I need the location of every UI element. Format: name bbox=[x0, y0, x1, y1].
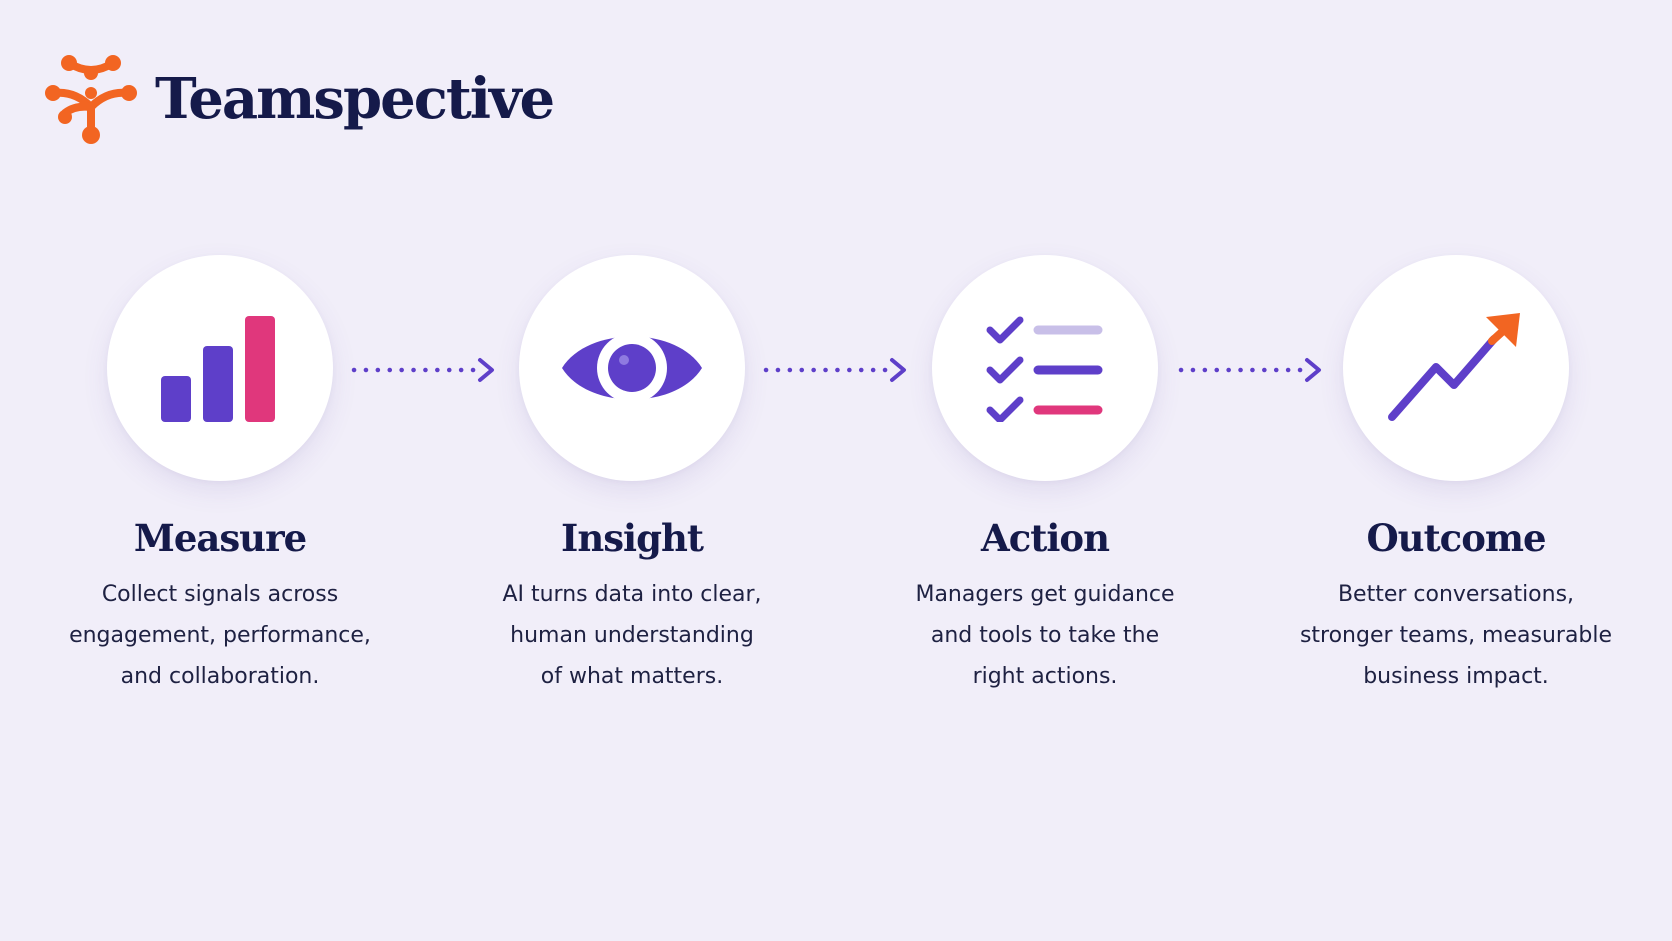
step-title: Action bbox=[981, 516, 1110, 560]
description-line: AI turns data into clear, bbox=[502, 582, 762, 608]
step-icon-circle bbox=[932, 255, 1158, 481]
step-description: Better conversations, stronger teams, me… bbox=[1266, 574, 1646, 697]
dotted-arrow-right-icon bbox=[763, 358, 906, 382]
step-title: Measure bbox=[133, 516, 307, 560]
step-icon-circle bbox=[1343, 255, 1569, 481]
brand-logo: Teamspective bbox=[45, 55, 555, 147]
dotted-arrow-right-icon bbox=[1178, 358, 1321, 382]
teamspective-logo-icon bbox=[45, 55, 137, 144]
checklist-icon bbox=[986, 316, 1103, 422]
step-outcome: Outcome Better conversations, stronger t… bbox=[1266, 255, 1646, 697]
description-line: stronger teams, measurable bbox=[1299, 623, 1613, 649]
description-line: and tools to take the bbox=[930, 623, 1160, 649]
step-icon-circle bbox=[107, 255, 333, 481]
eye-icon bbox=[562, 333, 702, 403]
description-line: engagement, performance, bbox=[69, 623, 371, 649]
trending-up-arrow-icon bbox=[1388, 313, 1520, 421]
dotted-arrow-right-icon bbox=[351, 358, 494, 382]
description-line: and collaboration. bbox=[120, 664, 320, 690]
step-description: AI turns data into clear, human understa… bbox=[442, 574, 822, 697]
step-insight: Insight AI turns data into clear, human … bbox=[442, 255, 822, 697]
step-description: Collect signals across engagement, perfo… bbox=[30, 574, 410, 697]
step-action: Action Managers get guidance and tools t… bbox=[855, 255, 1235, 697]
description-line: Better conversations, bbox=[1337, 582, 1575, 608]
description-line: of what matters. bbox=[540, 664, 724, 690]
step-description: Managers get guidance and tools to take … bbox=[855, 574, 1235, 697]
description-line: Managers get guidance bbox=[915, 582, 1175, 608]
description-line: business impact. bbox=[1363, 664, 1549, 690]
description-line: human understanding bbox=[510, 623, 754, 649]
step-title: Insight bbox=[561, 516, 704, 560]
bar-chart-icon bbox=[161, 316, 275, 422]
description-line: right actions. bbox=[972, 664, 1118, 690]
step-icon-circle bbox=[519, 255, 745, 481]
description-line: Collect signals across bbox=[101, 582, 339, 608]
step-measure: Measure Collect signals across engagemen… bbox=[30, 255, 410, 697]
step-title: Outcome bbox=[1366, 516, 1546, 560]
brand-name: Teamspective bbox=[155, 66, 555, 132]
